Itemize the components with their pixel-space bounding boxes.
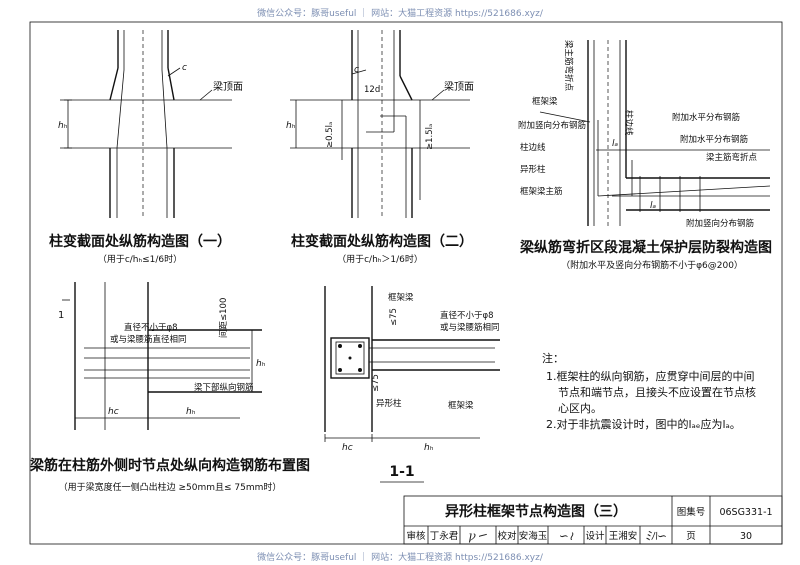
d4-spacing: 间距≤100 <box>219 298 229 338</box>
d1-c: c <box>182 63 187 73</box>
d3-label-5: 附加水平分布钢筋 <box>672 112 740 123</box>
d3-title: 梁纵筋弯折区段混凝土保护层防裂构造图 <box>519 239 772 256</box>
d3-vlabel-1: 柱边线 <box>623 110 634 136</box>
reviewer-signature: ꝩ㇀ <box>468 529 487 543</box>
watermark-top: 微信公众号：豚哥useful ｜ 网站：大猫工程资源 https://52168… <box>257 7 544 19</box>
d3-label-1: 附加竖向分布钢筋 <box>518 120 586 131</box>
d1-beam-top: 梁顶面 <box>213 80 243 93</box>
d4-hb-bottom: hₕ <box>186 407 196 417</box>
page-number: 30 <box>740 531 752 542</box>
d3-label-0: 框架梁 <box>532 96 558 107</box>
page-label: 页 <box>686 531 696 542</box>
d4-hb: hₕ <box>256 359 266 369</box>
d4-bottom-bar: 梁下部纵向钢筋 <box>194 382 254 393</box>
d5-section: 1-1 <box>389 464 414 480</box>
d4-note2: 或与梁腰筋直径相同 <box>110 334 187 345</box>
d5-label-4: 框架梁 <box>448 400 474 411</box>
notes-block: 注： 1.框架柱的纵向钢筋，应贯穿中间层的中间 节点和端节点，且接头不应设置在节… <box>542 351 756 431</box>
d1-subtitle: （用于c/hₕ≤1/6时） <box>98 253 182 265</box>
d3-label-2: 柱边线 <box>520 142 546 153</box>
d3-label-6: 附加水平分布钢筋 <box>680 134 748 145</box>
d3-la-h: lₐ <box>650 201 657 211</box>
d3-subtitle: （附加水平及竖向分布钢筋不小于φ6@200） <box>561 259 743 271</box>
set-number: 06SG331-1 <box>719 507 772 518</box>
note-line-1: 节点和端节点，且接头不应设置在节点核 <box>558 385 756 399</box>
d3-label-3: 异形柱 <box>520 164 546 175</box>
d5-label-0: 框架梁 <box>388 292 414 303</box>
d5-label-1: 直径不小于φ8 <box>440 310 494 321</box>
checker-signature: ∽≀ <box>559 529 574 543</box>
d3-vlabel-0: 梁主筋弯折点 <box>563 40 574 92</box>
note-line-3: 2.对于非抗震设计时，图中的lₐₑ应为lₐ。 <box>546 417 741 431</box>
d2-la-right: ≥1.5lₐ <box>425 124 435 150</box>
d3-label-8: 附加竖向分布钢筋 <box>686 218 754 229</box>
d5-hc: hc <box>342 443 353 453</box>
checker-name: 安海玉 <box>519 530 548 542</box>
review-label: 审核 <box>406 530 426 542</box>
d2-c: c <box>354 65 359 75</box>
diagram-column-section-change-1: hₕ c 梁顶面 柱变截面处纵筋构造图（一） （用于c/hₕ≤1/6时） <box>49 30 243 265</box>
notes-head: 注： <box>542 351 564 365</box>
check-label: 校对 <box>497 530 517 542</box>
diagram-beam-bend-cover-crack: 框架梁 附加竖向分布钢筋 柱边线 异形柱 框架梁主筋 附加水平分布钢筋 附加水平… <box>518 40 772 271</box>
d2-hb: hₕ <box>286 121 296 131</box>
d2-la-left: ≥0.5lₐ <box>325 122 335 148</box>
d5-dim75b: ≤75 <box>371 374 381 392</box>
d2-subtitle: （用于c/hₕ＞1/6时） <box>337 253 423 265</box>
d4-sec-mark: 1 <box>58 310 64 321</box>
d4-title: 梁筋在柱筋外侧时节点处纵向构造钢筋布置图 <box>29 457 310 474</box>
d5-hb: hₕ <box>424 443 434 453</box>
d2-12d: 12d <box>364 85 380 95</box>
d3-la-v: lₐ <box>612 139 619 149</box>
title-block: 异形柱框架节点构造图（三） 图集号 06SG331-1 审核 丁永君 ꝩ㇀ 校对… <box>403 495 783 545</box>
diagram-column-section-change-2: ≥0.5lₐ ≥1.5lₐ hₕ c 12d 梁顶面 柱变截面处纵筋构造图（二）… <box>286 30 474 265</box>
designer-name: 王湘安 <box>609 530 638 542</box>
d5-label-3: 异形柱 <box>376 398 402 409</box>
set-label: 图集号 <box>677 506 706 518</box>
d2-title: 柱变截面处纵筋构造图（二） <box>291 233 473 250</box>
note-line-0: 1.框架柱的纵向钢筋，应贯穿中间层的中间 <box>546 369 755 383</box>
diagram-beam-outside-column: 1 直径不小于φ8 或与梁腰筋直径相同 间距≤100 梁下部纵向钢筋 hₕ hc… <box>29 282 310 493</box>
d3-label-7: 梁主筋弯折点 <box>706 152 758 163</box>
watermark-bottom: 微信公众号：豚哥useful ｜ 网站：大猫工程资源 https://52168… <box>257 551 544 563</box>
diagram-section-1-1: 框架梁 直径不小于φ8 或与梁腰筋相同 异形柱 框架梁 ≤75 ≤75 hc h… <box>324 286 500 483</box>
designer-signature: ﾐﾊ∽ <box>645 529 667 543</box>
d5-label-2: 或与梁腰筋相同 <box>440 322 500 333</box>
design-label: 设计 <box>585 530 605 542</box>
note-line-2: 心区内。 <box>558 401 602 415</box>
title-block-title: 异形柱框架节点构造图（三） <box>445 503 627 520</box>
d2-beam-top: 梁顶面 <box>444 80 474 93</box>
d5-dim75a: ≤75 <box>389 308 399 326</box>
d1-hb: hₕ <box>58 121 68 131</box>
d1-title: 柱变截面处纵筋构造图（一） <box>49 233 231 250</box>
d3-label-4: 框架梁主筋 <box>520 186 563 197</box>
d4-subtitle: （用于梁宽度任一侧凸出柱边 ≥50mm且≤ 75mm时） <box>59 481 282 493</box>
d4-hc: hc <box>108 407 119 417</box>
reviewer-name: 丁永君 <box>430 530 459 542</box>
d4-note1: 直径不小于φ8 <box>124 322 178 333</box>
